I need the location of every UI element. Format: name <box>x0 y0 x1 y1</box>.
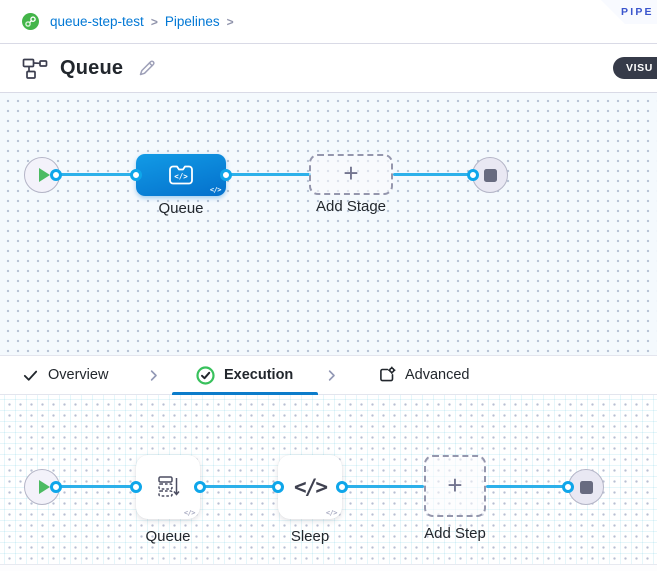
end-in-port[interactable] <box>562 481 574 493</box>
start-node-out-port[interactable] <box>50 169 62 181</box>
tab-advanced[interactable]: Advanced <box>378 356 470 394</box>
plus-icon: + <box>343 158 359 188</box>
tab-overview[interactable]: Overview <box>22 356 108 394</box>
start-out-port[interactable] <box>50 481 62 493</box>
breadcrumb-bar: queue-step-test > Pipelines > PIPE <box>0 0 657 44</box>
stage-label: Queue <box>158 200 204 217</box>
sleep-step-icon: </> <box>294 475 328 499</box>
breadcrumb-pipelines-link[interactable]: Pipelines <box>164 14 220 29</box>
project-icon <box>22 13 39 30</box>
edge-stage-to-addstage <box>226 173 311 176</box>
execution-start-node <box>24 469 60 505</box>
queue-step-label: Queue <box>145 528 191 545</box>
edge-queue-to-sleep <box>200 485 278 488</box>
edge-addstage-to-end <box>393 173 475 176</box>
stage-in-port[interactable] <box>130 169 142 181</box>
active-tab-underline <box>172 392 318 395</box>
step-node-sleep[interactable]: </> </> <box>278 455 342 519</box>
chevron-right-icon <box>150 370 157 381</box>
pipeline-studio-ribbon: PIPE <box>601 0 657 24</box>
edge-start-to-queue <box>50 485 136 488</box>
end-node-in-port[interactable] <box>467 169 479 181</box>
edge-start-to-stage <box>50 173 138 176</box>
edge-sleep-to-addstep <box>342 485 424 488</box>
sleep-step-in-port[interactable] <box>272 481 284 493</box>
breadcrumb: queue-step-test > Pipelines > <box>22 13 234 30</box>
svg-text:</>: </> <box>174 172 188 181</box>
pipeline-icon <box>22 56 48 80</box>
tab-execution-label: Execution <box>224 367 294 383</box>
play-icon <box>38 480 50 494</box>
add-stage-label: Add Stage <box>315 198 387 215</box>
breadcrumb-separator: > <box>150 14 158 29</box>
stop-icon <box>483 168 497 182</box>
pipeline-title-bar: Queue VISU <box>0 44 657 93</box>
step-code-badge: </> <box>183 509 196 517</box>
advanced-settings-icon <box>380 366 396 382</box>
edge-addstep-to-end <box>486 485 568 488</box>
breadcrumb-separator: > <box>226 14 234 29</box>
check-icon <box>23 370 38 381</box>
breadcrumb-project-link[interactable]: queue-step-test <box>50 14 144 29</box>
tab-overview-label: Overview <box>48 367 109 383</box>
pipeline-studio-label: PIPE <box>621 6 654 18</box>
chevron-right-icon <box>328 370 335 381</box>
stage-code-badge: </> <box>209 186 222 194</box>
sleep-step-label: Sleep <box>290 528 330 545</box>
plus-icon: + <box>447 469 463 500</box>
stop-icon <box>579 480 593 494</box>
step-node-queue[interactable]: </> <box>136 455 200 519</box>
ribbon-diagonal-edge <box>601 0 623 24</box>
custom-stage-icon: </> <box>169 165 193 185</box>
tab-advanced-label: Advanced <box>405 367 470 383</box>
queue-step-icon <box>157 475 180 497</box>
stage-canvas: </> </> Queue + Add Stage <box>0 93 657 355</box>
step-code-badge: </> <box>325 509 338 517</box>
edit-pencil-icon[interactable] <box>137 58 157 78</box>
check-circle-icon <box>196 365 215 385</box>
tab-execution[interactable]: Execution <box>196 356 293 394</box>
play-icon <box>38 168 50 182</box>
add-step-button[interactable]: + <box>424 455 486 517</box>
queue-step-out-port[interactable] <box>194 481 206 493</box>
add-stage-button[interactable]: + <box>309 154 393 195</box>
page-title: Queue <box>60 56 124 79</box>
canvas-bottom-strip <box>0 564 657 571</box>
sleep-step-out-port[interactable] <box>336 481 348 493</box>
pipeline-config-tabs: Overview Execution Advanced <box>0 355 657 395</box>
stage-node-queue[interactable]: </> </> <box>136 154 226 196</box>
execution-end-node <box>568 469 604 505</box>
stage-out-port[interactable] <box>220 169 232 181</box>
queue-step-in-port[interactable] <box>130 481 142 493</box>
add-step-label: Add Step <box>424 525 486 542</box>
execution-canvas: </> Queue </> </> Sleep + Add Step <box>0 395 657 571</box>
visual-yaml-toggle[interactable]: VISU <box>613 57 657 79</box>
